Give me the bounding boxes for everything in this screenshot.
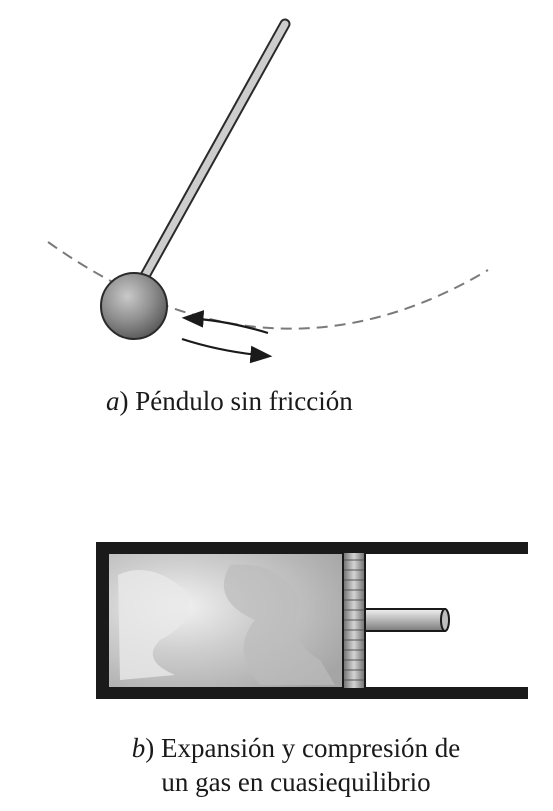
pendulum-figure xyxy=(47,18,489,364)
cylinder-wall-left xyxy=(96,542,109,699)
cylinder-wall-bottom xyxy=(96,687,528,699)
caption-b-line1: ) Expansión y compresión de xyxy=(145,733,461,763)
swing-path-dashed xyxy=(47,241,489,330)
pendulum-bob xyxy=(100,272,168,340)
caption-b-letter: b xyxy=(131,733,146,763)
caption-a-letter: a xyxy=(106,386,120,416)
piston-cylinder-figure xyxy=(96,542,528,699)
cylinder-wall-top xyxy=(96,542,528,554)
piston-rod xyxy=(364,608,446,632)
caption-a-text: ) Péndulo sin fricción xyxy=(119,386,353,416)
caption-a: a) Péndulo sin fricción xyxy=(106,384,353,418)
double-arrow-icon xyxy=(181,310,273,364)
caption-b-line2: un gas en cuasiequilibrio xyxy=(161,767,431,797)
caption-b: b) Expansión y compresión de un gas en cu… xyxy=(106,731,486,799)
pendulum-rod xyxy=(135,18,291,289)
